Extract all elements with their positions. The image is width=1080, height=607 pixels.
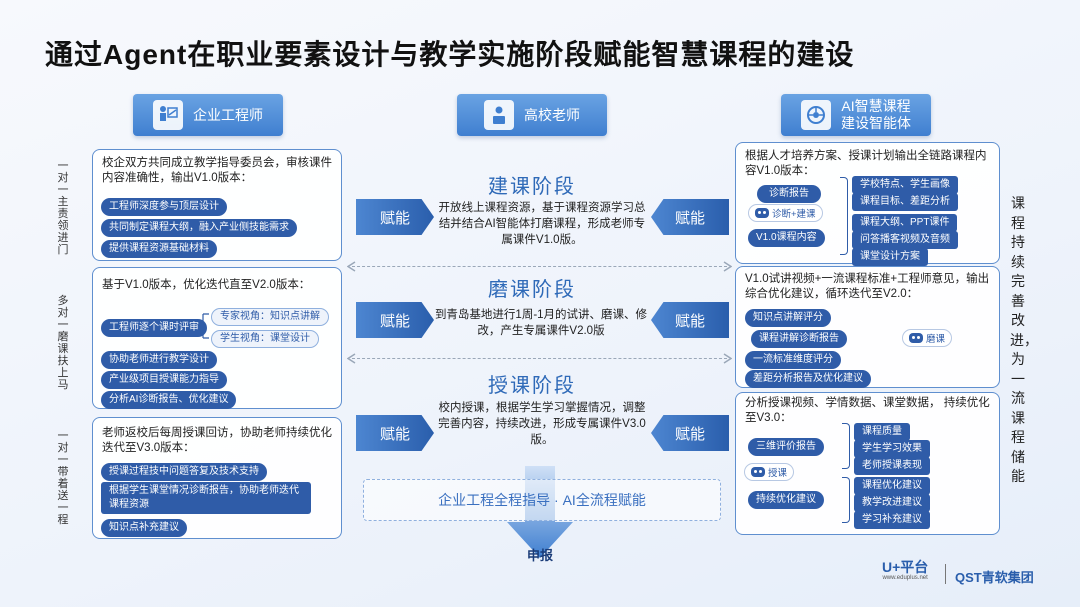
left-build-item-3: 提供课程资源基础材料 xyxy=(101,240,217,258)
submit-label: 申报 xyxy=(526,548,553,563)
left-panel-polish: 基于V1.0版本，优化迭代直至V2.0版本： 工程师逐个课时评审 专家视角：知识… xyxy=(92,267,342,409)
eduplus-logo: U+平台 www.eduplus.net xyxy=(882,559,929,581)
right-teach-bracket-1 xyxy=(842,423,850,469)
side-label-2: 多对一磨课扶上马 xyxy=(57,295,69,391)
right-teach-out-5: 教学改进建议 xyxy=(854,494,930,512)
robot-icon xyxy=(909,333,923,343)
qst-logo: QST青软集团 xyxy=(955,570,1034,585)
teacher-icon xyxy=(484,100,514,130)
divider-1 xyxy=(352,266,727,267)
bottom-guidance-text: 企业工程全程指导 · AI全流程赋能 xyxy=(438,492,646,508)
stage-teach-title: 授课阶段 xyxy=(488,375,576,397)
left-teach-item-1: 授课过程技中问题答复及技术支持 xyxy=(101,463,267,481)
right-teach-left-3: 持续优化建议 xyxy=(748,491,824,509)
right-teach-tag: 授课 xyxy=(744,463,795,481)
stage-build-text: 开放线上课程资源，基于课程资源学习总结并结合AI智能体打磨课程，形成老师专属课件… xyxy=(438,202,646,246)
right-panel-teach-text: 分析授课视频、学情数据、课堂数据， 持续优化至V3.0： xyxy=(745,397,990,424)
right-build-out-5: 课堂设计方案 xyxy=(852,248,928,266)
left-polish-sub-2: 学生视角：课堂设计 xyxy=(211,330,319,348)
side-label-3: 一对一带着送一程 xyxy=(57,430,69,526)
logo-divider xyxy=(945,564,946,584)
bottom-guidance-box: 企业工程全程指导 · AI全流程赋能 xyxy=(363,479,721,521)
right-panel-teach: 分析授课视频、学情数据、课堂数据， 持续优化至V3.0： 三维评价报告 授课 持… xyxy=(735,392,1000,535)
role-teacher: 高校老师 xyxy=(457,94,607,136)
right-build-out-1: 学校特点、学生画像 xyxy=(852,176,958,194)
right-side-text: 课程持续完善改进，为一流课程储能 xyxy=(1010,195,1038,484)
left-polish-item-1: 协助老师进行教学设计 xyxy=(101,351,217,369)
right-polish-tag: 磨课 xyxy=(902,329,953,347)
right-build-out-4: 问答播客视频及音频 xyxy=(852,231,958,249)
role-ai-line1: AI智慧课程 xyxy=(841,98,911,114)
right-teach-out-1: 课程质量 xyxy=(854,423,910,441)
left-polish-item-3: 分析AI诊断报告、优化建议 xyxy=(101,391,237,409)
engineer-icon xyxy=(153,100,183,130)
page-title: 通过Agent在职业要素设计与教学实施阶段赋能智慧课程的建设 xyxy=(45,39,855,70)
right-polish-item-2: 课程讲解诊断报告 xyxy=(751,330,847,348)
right-build-bracket xyxy=(840,177,848,255)
stage-polish-title: 磨课阶段 xyxy=(488,279,576,301)
right-teach-bracket-2 xyxy=(842,477,850,523)
left-build-item-1: 工程师深度参与顶层设计 xyxy=(101,198,227,216)
role-ai-line2: 建设智能体 xyxy=(841,115,911,131)
right-polish-item-1: 知识点讲解评分 xyxy=(745,309,831,327)
connector-bracket xyxy=(199,313,209,339)
left-polish-main: 工程师逐个课时评审 xyxy=(101,319,207,337)
stage-polish-text: 到青岛基地进行1周-1月的试讲、磨课、修改，产生专属课件V2.0版 xyxy=(434,309,648,337)
divider-1-arrows xyxy=(347,261,732,272)
empower-arrow-left-1: 赋能 xyxy=(356,199,434,235)
right-panel-build-text: 根据人才培养方案、授课计划输出全链路课程内容V1.0版本： xyxy=(745,150,987,177)
right-panel-polish-text: V1.0试讲视频+一流课程标准+工程师意见，输出综合优化建议，循环迭代至V2.0… xyxy=(745,273,990,300)
left-polish-sub-1: 专家视角：知识点讲解 xyxy=(211,308,329,326)
empower-arrow-left-3: 赋能 xyxy=(356,415,434,451)
side-label-1: 一对一主责领进门 xyxy=(57,160,69,256)
right-polish-item-4: 差距分析报告及优化建议 xyxy=(745,370,871,388)
stage-build-title: 建课阶段 xyxy=(488,176,576,198)
right-build-diagnosis: 诊断报告 xyxy=(757,185,821,203)
divider-2-arrows xyxy=(347,353,732,364)
left-panel-polish-text: 基于V1.0版本，优化迭代直至V2.0版本： xyxy=(102,279,311,291)
role-enterprise-label: 企业工程师 xyxy=(193,107,263,123)
right-build-v1: V1.0课程内容 xyxy=(748,229,825,247)
left-teach-item-3: 知识点补充建议 xyxy=(101,519,187,537)
right-teach-out-3: 老师授课表现 xyxy=(854,457,930,475)
role-ai-label: AI智慧课程 建设智能体 xyxy=(841,98,911,132)
right-build-out-3: 课程大纲、PPT课件 xyxy=(852,214,958,232)
left-build-item-2: 共同制定课程大纲，融入产业侧技能需求 xyxy=(101,219,297,237)
left-panel-teach: 老师返校后每周授课回访，协助老师持续优化迭代至V3.0版本： 授课过程技中问题答… xyxy=(92,417,342,539)
left-panel-teach-text: 老师返校后每周授课回访，协助老师持续优化迭代至V3.0版本： xyxy=(102,427,332,454)
right-teach-out-2: 学生学习效果 xyxy=(854,440,930,458)
right-teach-out-6: 学习补充建议 xyxy=(854,511,930,529)
empower-arrow-left-2: 赋能 xyxy=(356,302,434,338)
empower-arrow-right-1: 赋能 xyxy=(651,199,729,235)
empower-arrow-right-3: 赋能 xyxy=(651,415,729,451)
left-polish-item-2: 产业级项目授课能力指导 xyxy=(101,371,227,389)
ai-brain-icon xyxy=(801,100,831,130)
right-teach-out-4: 课程优化建议 xyxy=(854,477,930,495)
right-polish-item-3: 一流标准维度评分 xyxy=(745,351,841,369)
right-build-tag: 诊断+建课 xyxy=(748,204,823,222)
left-panel-build-text: 校企双方共同成立教学指导委员会，审核课件内容准确性，输出V1.0版本： xyxy=(102,157,332,184)
divider-2 xyxy=(352,358,727,359)
robot-icon xyxy=(755,208,769,218)
left-teach-item-2: 根据学生课堂情况诊断报告，协助老师迭代课程资源 xyxy=(101,482,311,514)
role-teacher-label: 高校老师 xyxy=(524,107,580,123)
right-build-out-2: 课程目标、差距分析 xyxy=(852,193,958,211)
role-ai-agent: AI智慧课程 建设智能体 xyxy=(781,94,931,136)
right-panel-polish: V1.0试讲视频+一流课程标准+工程师意见，输出综合优化建议，循环迭代至V2.0… xyxy=(735,266,1000,388)
right-teach-left-1: 三维评价报告 xyxy=(748,438,824,456)
stage-teach-text: 校内授课，根据学生学习掌握情况，调整完善内容，持续改进，形成专属课件V3.0版。 xyxy=(438,402,646,446)
robot-icon xyxy=(751,467,765,477)
empower-arrow-right-2: 赋能 xyxy=(651,302,729,338)
right-panel-build: 根据人才培养方案、授课计划输出全链路课程内容V1.0版本： 诊断报告 诊断+建课… xyxy=(735,142,1000,266)
left-panel-build: 校企双方共同成立教学指导委员会，审核课件内容准确性，输出V1.0版本： 工程师深… xyxy=(92,149,342,261)
role-enterprise: 企业工程师 xyxy=(133,94,283,136)
